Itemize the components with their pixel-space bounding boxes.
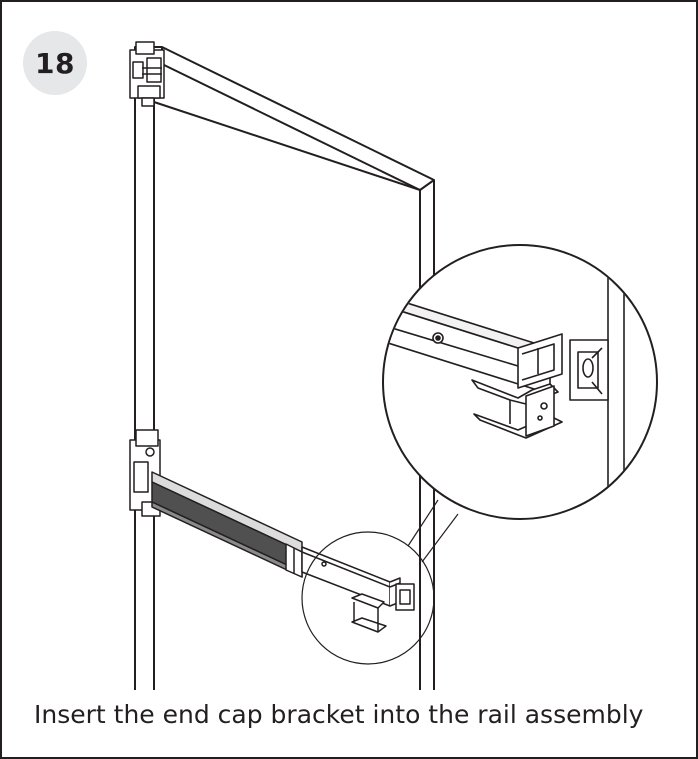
top-latch [129, 41, 165, 107]
detail-indicator-circle [301, 531, 435, 665]
assembly-illustration [129, 41, 658, 690]
step-number: 18 [35, 46, 75, 80]
step-number-badge: 18 [23, 31, 87, 95]
instruction-caption: Insert the end cap bracket into the rail… [34, 700, 644, 729]
push-bar [129, 429, 415, 633]
callout-leader-lines [407, 499, 459, 563]
magnified-callout [382, 244, 658, 520]
